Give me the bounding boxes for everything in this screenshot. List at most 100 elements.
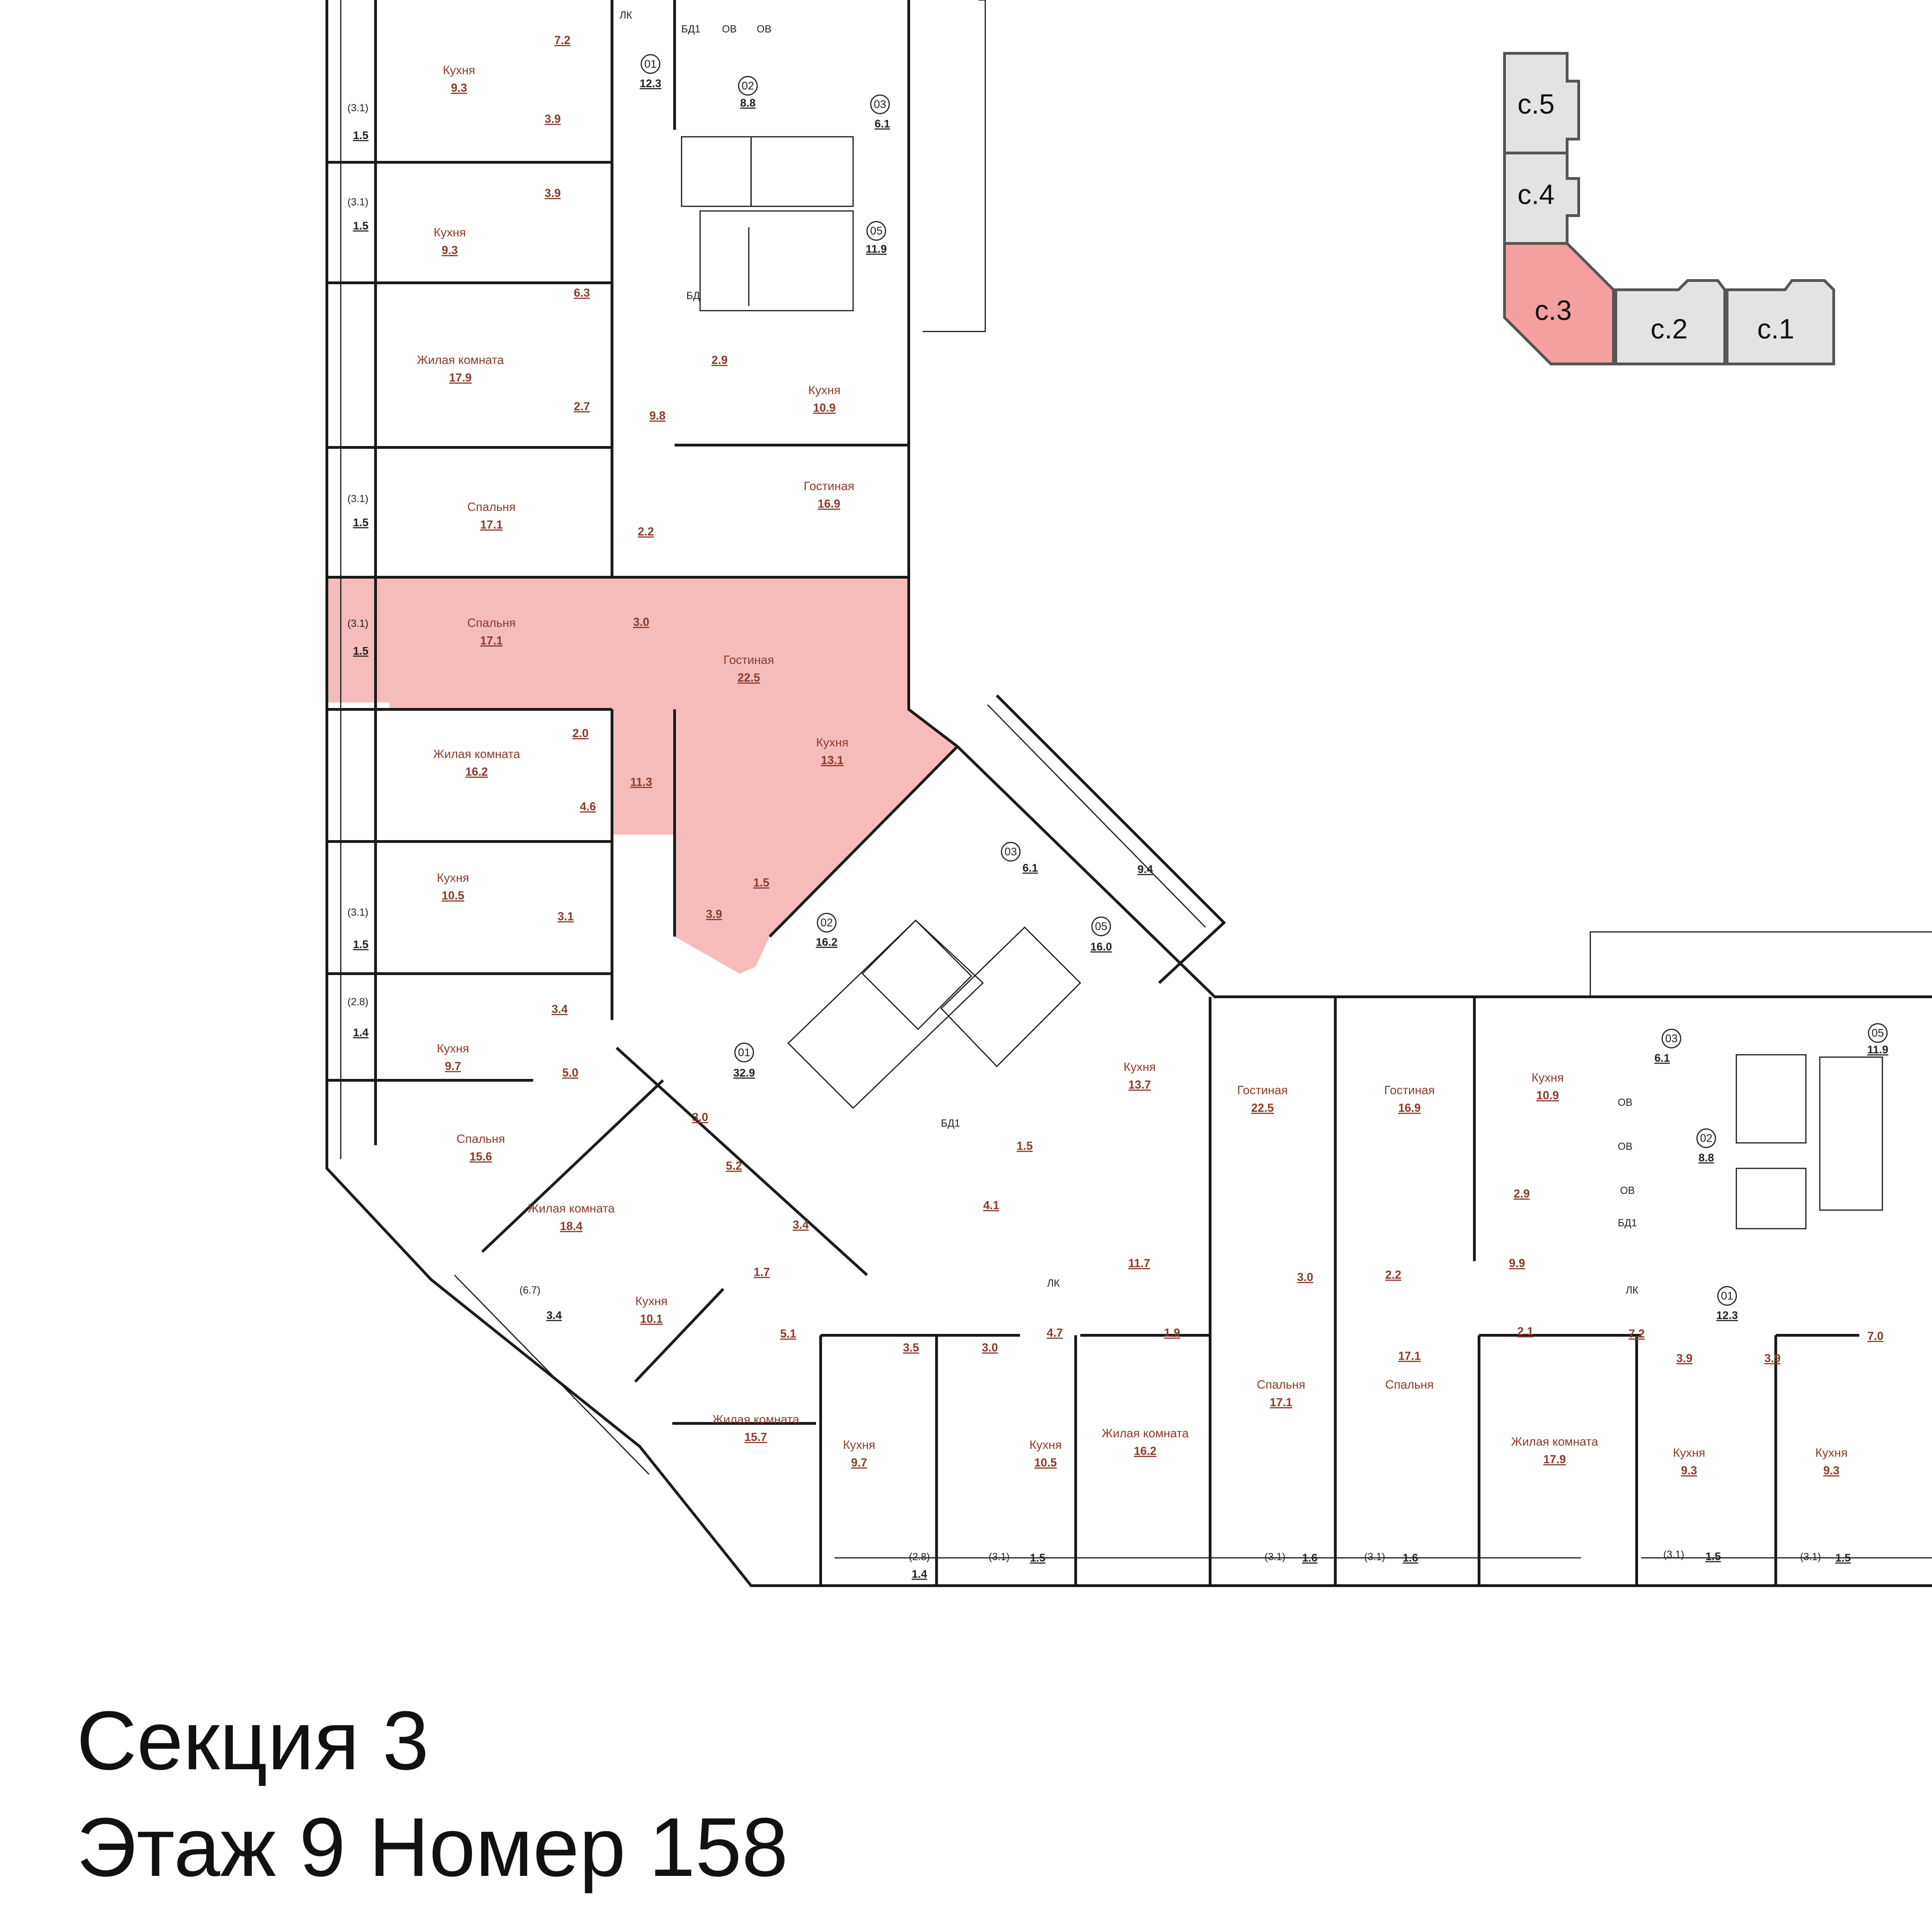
area-label: 5.1 bbox=[780, 1327, 797, 1340]
svg-text:02: 02 bbox=[821, 917, 833, 929]
area-label: 1.9 bbox=[1164, 1326, 1180, 1339]
key-section-1[interactable] bbox=[1726, 279, 1835, 365]
svg-text:Гостиная: Гостиная bbox=[803, 479, 854, 493]
svg-text:1.5: 1.5 bbox=[353, 129, 368, 142]
svg-text:12.3: 12.3 bbox=[1716, 1309, 1738, 1322]
equipment-labels: ОВ ОВ БД1 ЛК БД ЛК ОВ ОВ ОВ БД1 ЛК БД1 bbox=[619, 9, 1638, 1296]
svg-text:03: 03 bbox=[1665, 1033, 1678, 1045]
svg-text:6.1: 6.1 bbox=[1022, 862, 1038, 874]
svg-text:10.9: 10.9 bbox=[813, 402, 836, 414]
svg-text:18.4: 18.4 bbox=[560, 1220, 583, 1233]
svg-text:17.1: 17.1 bbox=[1270, 1396, 1293, 1409]
svg-text:Кухня: Кухня bbox=[1123, 1060, 1156, 1074]
svg-text:Жилая комната: Жилая комната bbox=[433, 747, 520, 761]
svg-text:Кухня: Кухня bbox=[843, 1438, 875, 1452]
svg-text:1.4: 1.4 bbox=[912, 1568, 927, 1581]
svg-text:Кухня: Кухня bbox=[1029, 1438, 1062, 1452]
svg-text:Кухня: Кухня bbox=[1531, 1071, 1564, 1084]
room-labels: Кухня 9.3 Кухня 9.3 Жилая комната 17.9 Спал… bbox=[417, 63, 1848, 1477]
svg-text:Кухня: Кухня bbox=[437, 1041, 469, 1055]
area-label: 3.0 bbox=[982, 1341, 998, 1354]
svg-text:9.3: 9.3 bbox=[451, 82, 467, 95]
area-label: 3.9 bbox=[545, 113, 561, 126]
key-section-3[interactable] bbox=[1503, 242, 1615, 365]
area-label: 7.0 bbox=[1868, 1330, 1884, 1343]
svg-text:9.7: 9.7 bbox=[445, 1060, 461, 1073]
area-label: 11.7 bbox=[1128, 1257, 1150, 1270]
svg-text:Жилая комната: Жилая комната bbox=[1102, 1426, 1189, 1440]
balcony: (3.1)1.5 bbox=[347, 906, 368, 951]
svg-text:16.2: 16.2 bbox=[1134, 1445, 1157, 1458]
room: Кухня 10.9 bbox=[808, 383, 841, 414]
svg-text:1.5: 1.5 bbox=[353, 516, 368, 529]
svg-text:13.7: 13.7 bbox=[1129, 1078, 1151, 1091]
balcony: (3.1)1.6 bbox=[1364, 1551, 1418, 1564]
area-label: 3.9 bbox=[545, 187, 561, 200]
svg-text:ЛК: ЛК bbox=[619, 9, 632, 21]
balcony: (3.1)1.5 bbox=[1800, 1551, 1850, 1564]
svg-text:БД1: БД1 bbox=[681, 23, 701, 35]
tech-room: 036.1 bbox=[1654, 1028, 1682, 1065]
svg-text:01: 01 bbox=[1721, 1290, 1734, 1302]
svg-text:05: 05 bbox=[870, 225, 883, 237]
tech-room: 02 16.2 bbox=[816, 912, 838, 949]
svg-text:02: 02 bbox=[1700, 1132, 1713, 1145]
area-label: 7.2 bbox=[555, 34, 571, 47]
svg-text:9.3: 9.3 bbox=[1824, 1464, 1840, 1477]
svg-text:Спальня: Спальня bbox=[457, 1132, 505, 1146]
area-label: 2.9 bbox=[1514, 1187, 1530, 1200]
svg-text:16.9: 16.9 bbox=[818, 497, 841, 510]
balcony-area: 1.5 bbox=[353, 645, 368, 657]
area-label: 3.9 bbox=[1765, 1352, 1781, 1365]
key-label-s4: с.4 bbox=[1518, 179, 1555, 210]
area-label: 5.2 bbox=[726, 1160, 742, 1173]
svg-text:1.6: 1.6 bbox=[1403, 1552, 1418, 1564]
tech-room: 028.8 bbox=[1696, 1128, 1716, 1164]
svg-text:Жилая комната: Жилая комната bbox=[1511, 1435, 1598, 1448]
svg-text:(2.8): (2.8) bbox=[347, 996, 368, 1007]
svg-text:1.6: 1.6 bbox=[1302, 1552, 1317, 1564]
svg-text:17.9: 17.9 bbox=[1543, 1453, 1566, 1466]
room-area: 13.1 bbox=[821, 754, 844, 767]
svg-text:ОВ: ОВ bbox=[1618, 1141, 1632, 1152]
area-labels: 7.2 3.9 3.9 6.3 2.7 9.8 2.9 2.2 2.0 4.6 … bbox=[545, 34, 1884, 1365]
area-label: 3.4 bbox=[552, 1003, 568, 1016]
svg-text:БД1: БД1 bbox=[941, 1117, 960, 1129]
room: Жилая комната 17.9 bbox=[1511, 1435, 1598, 1466]
balcony: (3.1)1.5 bbox=[988, 1551, 1045, 1564]
svg-text:1.4: 1.4 bbox=[353, 1027, 369, 1039]
svg-text:02: 02 bbox=[742, 80, 754, 92]
area-label: 9.8 bbox=[650, 409, 666, 422]
svg-text:1.5: 1.5 bbox=[1705, 1550, 1721, 1563]
svg-text:Гостиная: Гостиная bbox=[1384, 1083, 1435, 1097]
area-label: 2.9 bbox=[712, 354, 728, 367]
svg-text:(2.8): (2.8) bbox=[909, 1551, 930, 1562]
svg-text:Кухня: Кухня bbox=[443, 63, 475, 77]
svg-text:9.3: 9.3 bbox=[1681, 1464, 1697, 1477]
key-section-2[interactable] bbox=[1614, 279, 1726, 365]
svg-text:Кухня: Кухня bbox=[808, 383, 841, 397]
svg-text:(3.1): (3.1) bbox=[1264, 1551, 1285, 1562]
area-label: 1.7 bbox=[754, 1266, 770, 1279]
svg-text:Спальня: Спальня bbox=[467, 500, 516, 514]
svg-text:15.6: 15.6 bbox=[470, 1150, 492, 1163]
svg-text:Кухня: Кухня bbox=[1673, 1446, 1705, 1460]
svg-text:22.5: 22.5 bbox=[1251, 1102, 1274, 1115]
area-label: 7.2 bbox=[1629, 1327, 1645, 1340]
area-label: 2.2 bbox=[638, 525, 654, 538]
svg-text:03: 03 bbox=[874, 98, 886, 111]
area-label: 4.6 bbox=[580, 800, 596, 813]
area-label: 2.2 bbox=[1385, 1269, 1402, 1282]
svg-text:16.2: 16.2 bbox=[816, 936, 838, 949]
svg-text:БД1: БД1 bbox=[1618, 1217, 1637, 1229]
tech-room: 028.8 bbox=[738, 76, 758, 109]
svg-text:10.9: 10.9 bbox=[1537, 1089, 1559, 1102]
room-area: 17.1 bbox=[480, 634, 503, 647]
